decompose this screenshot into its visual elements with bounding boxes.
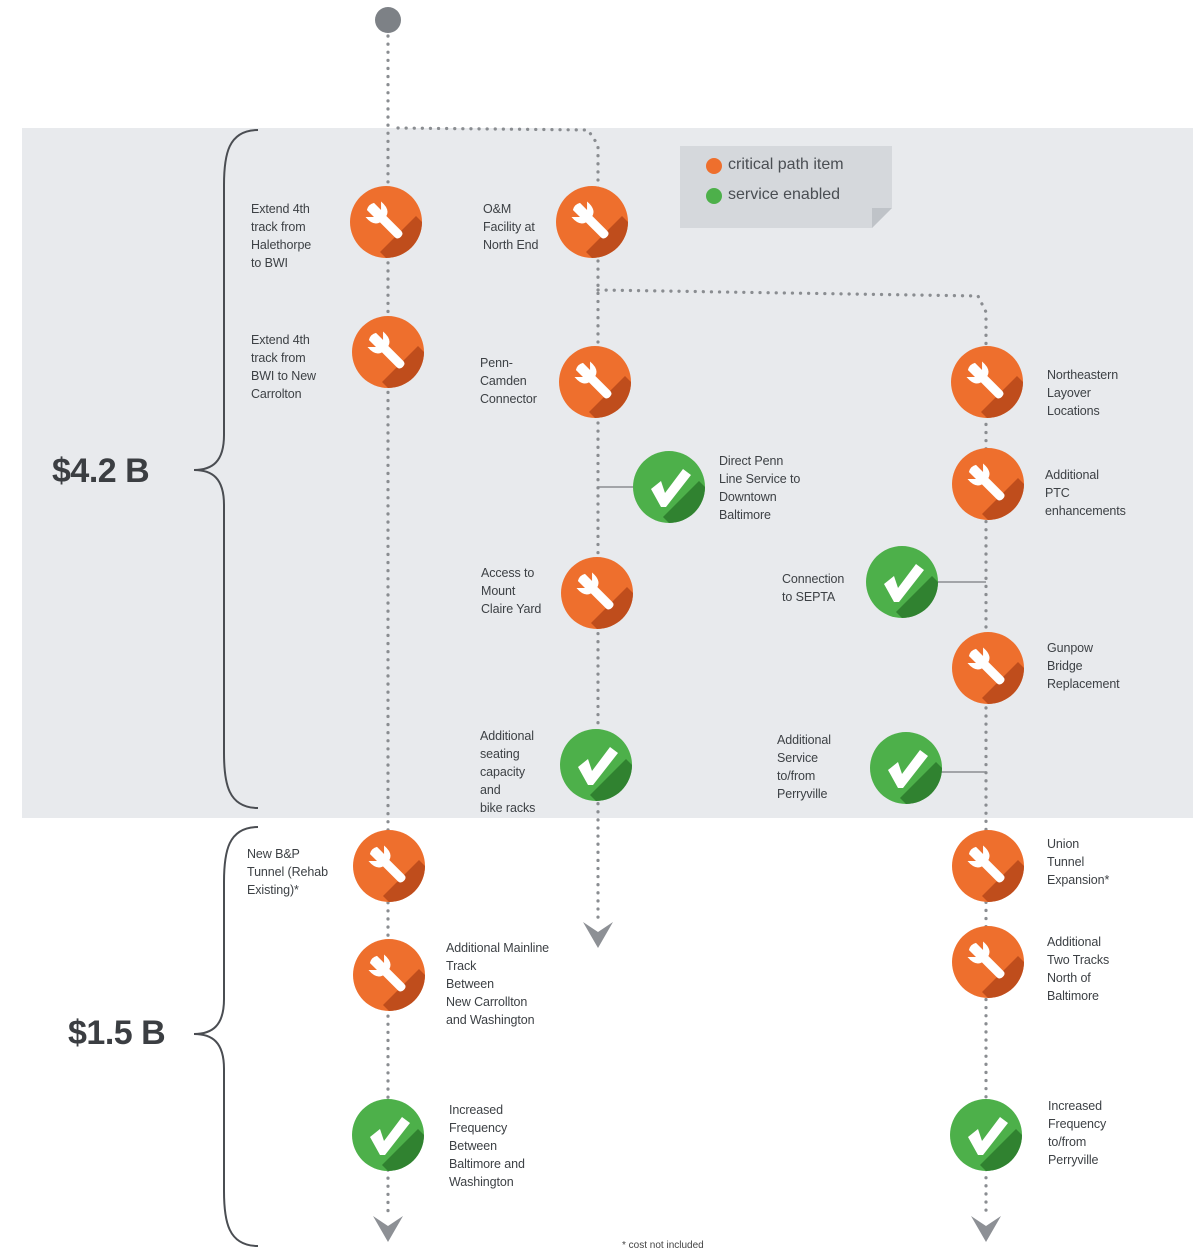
node-extend-4th-bwi [352, 316, 424, 388]
wrench-icon [967, 941, 1005, 979]
label-perryville-service: Additional Service to/from Perryville [777, 733, 831, 801]
label-freq-bal-wash: Increased Frequency Between Baltimore an… [449, 1103, 525, 1189]
legend-card [680, 146, 892, 228]
arrow-middle [583, 922, 613, 948]
wrench-icon [966, 361, 1004, 399]
legend-service-label: service enabled [728, 186, 841, 203]
node-freq-bal-wash [352, 1099, 424, 1171]
green-dot-icon [706, 188, 722, 204]
node-mount-claire [561, 557, 633, 629]
checkmark-icon [578, 747, 618, 785]
wrench-icon [365, 201, 403, 239]
wrench-icon [368, 845, 406, 883]
checkmark-icon [968, 1117, 1008, 1155]
node-extend-4th-halethorpe [350, 186, 422, 258]
wrench-icon [367, 331, 405, 369]
wrench-icon [967, 463, 1005, 501]
label-seating: Additional seating capacity and bike rac… [480, 729, 536, 815]
label-additional-ptc: Additional PTC enhancements [1045, 468, 1126, 518]
funding-braces [193, 129, 259, 1247]
arrow-right [971, 1216, 1001, 1242]
footnote: * cost not included [622, 1240, 704, 1251]
wrench-icon [571, 201, 609, 239]
node-union-tunnel [952, 830, 1024, 902]
label-bp-tunnel: New B&P Tunnel (Rehab Existing)* [247, 847, 328, 897]
node-northeastern-layover [951, 346, 1023, 418]
label-direct-penn: Direct Penn Line Service to Downtown Bal… [719, 454, 801, 522]
node-septa [866, 546, 938, 618]
checkmark-icon [888, 750, 928, 788]
wrench-icon [368, 954, 406, 992]
label-extend-4th-bwi: Extend 4th track from BWI to New Carrolt… [251, 333, 316, 401]
node-perryville-service [870, 732, 942, 804]
node-two-tracks [952, 926, 1024, 998]
legend: critical path item service enabled [680, 146, 892, 228]
nodes-layer [350, 186, 1024, 1171]
node-om-facility [556, 186, 628, 258]
checkmark-icon [370, 1117, 410, 1155]
wrench-icon [574, 361, 612, 399]
legend-service: service enabled [706, 186, 841, 204]
checkmark-icon [651, 469, 691, 507]
wrench-icon [967, 647, 1005, 685]
wrench-icon [576, 572, 614, 610]
node-bp-tunnel [353, 830, 425, 902]
label-two-tracks: Additional Two Tracks North of Baltimore [1047, 935, 1110, 1003]
label-freq-perryville: Increased Frequency to/from Perryville [1048, 1099, 1107, 1167]
label-mount-claire: Access to Mount Claire Yard [481, 566, 542, 616]
arrow-left [373, 1216, 403, 1242]
wrench-icon [967, 845, 1005, 883]
label-union-tunnel: Union Tunnel Expansion* [1047, 837, 1110, 887]
node-seating [560, 729, 632, 801]
brace-upper [193, 129, 259, 809]
label-gunpow: Gunpow Bridge Replacement [1047, 641, 1120, 691]
track-right [596, 288, 988, 1214]
node-penn-camden [559, 346, 631, 418]
label-mainline-track: Additional Mainline Track Between New Ca… [446, 941, 550, 1027]
legend-critical-label: critical path item [728, 156, 844, 173]
node-mainline-track [353, 939, 425, 1011]
node-gunpow [952, 632, 1024, 704]
label-om-facility: O&M Facility at North End [483, 202, 539, 252]
brace-lower [193, 826, 259, 1247]
node-additional-ptc [952, 448, 1024, 520]
label-septa: Connection to SEPTA [782, 572, 845, 604]
amount-lower: $1.5 B [68, 1014, 166, 1052]
node-freq-perryville [950, 1099, 1022, 1171]
label-northeastern-layover: Northeastern Layover Locations [1047, 368, 1119, 418]
label-extend-4th-halethorpe: Extend 4th track from Halethorpe to BWI [251, 202, 312, 270]
start-dot [375, 7, 401, 33]
amount-upper: $4.2 B [52, 452, 150, 490]
legend-critical: critical path item [706, 156, 844, 174]
label-penn-camden: Penn- Camden Connector [480, 356, 537, 406]
orange-dot-icon [706, 158, 722, 174]
checkmark-icon [884, 564, 924, 602]
